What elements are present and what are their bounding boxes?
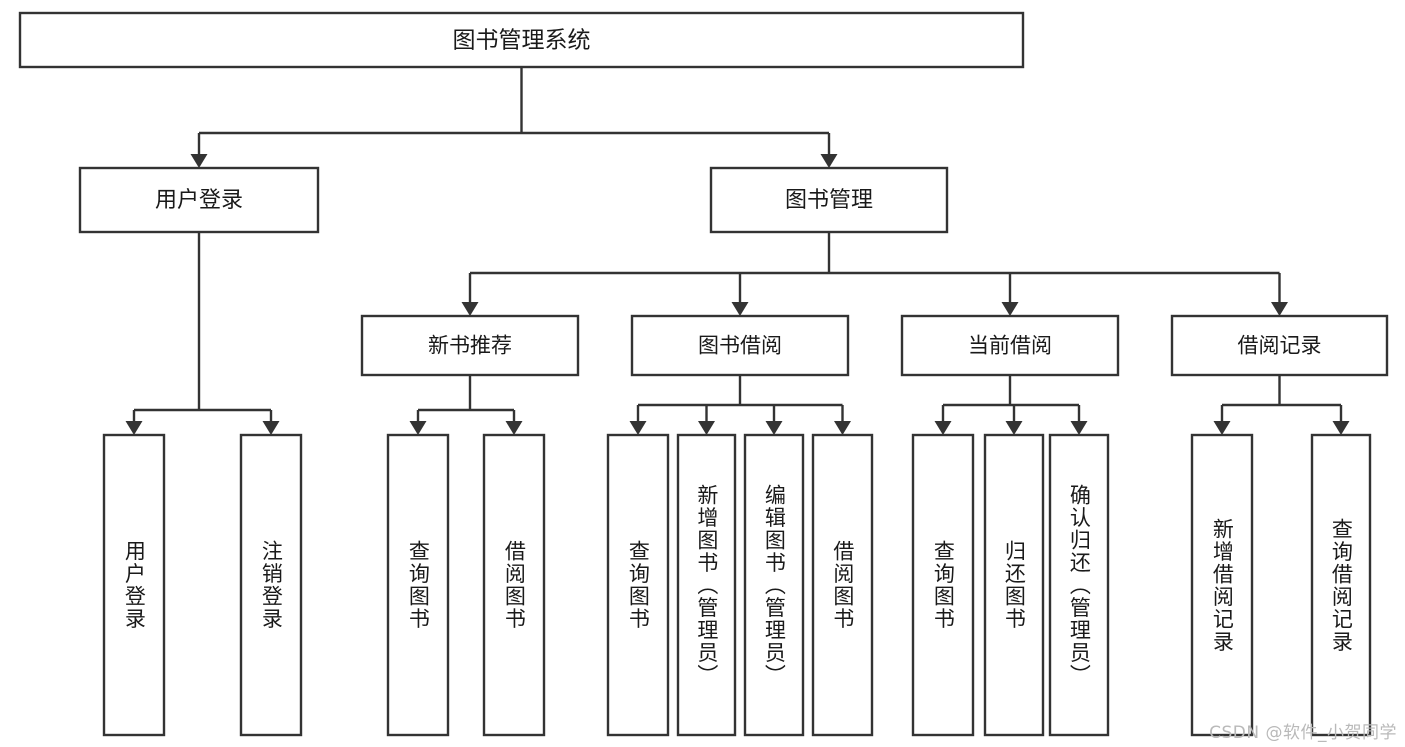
node-leaf-user-login[interactable]	[102, 433, 166, 737]
node-book-borrow-rect[interactable]	[630, 314, 850, 377]
node-leaf-bb-edit[interactable]	[743, 433, 805, 737]
node-leaf-bb-borrow-rect[interactable]	[811, 433, 874, 737]
node-leaf-bb-borrow[interactable]	[811, 433, 874, 737]
node-leaf-nbr-borrow-rect[interactable]	[482, 433, 546, 737]
node-book-management-rect[interactable]	[709, 166, 949, 234]
root-to-l2-branch-0-head	[190, 154, 208, 168]
user-login-to-leaves-branch-0-head	[125, 421, 143, 435]
node-leaf-cb-confirm-rect[interactable]	[1048, 433, 1110, 737]
new-book-recommend-to-leaves-branch-1-head	[505, 421, 523, 435]
node-leaf-user-logout[interactable]	[239, 433, 303, 737]
node-new-book-recommend-rect[interactable]	[360, 314, 580, 377]
new-book-recommend-to-leaves-branch-0-head	[409, 421, 427, 435]
node-user-login[interactable]: 用户登录	[78, 166, 320, 234]
node-borrow-record-rect[interactable]	[1170, 314, 1389, 377]
node-leaf-bb-edit-rect[interactable]	[743, 433, 805, 737]
node-leaf-user-login-rect[interactable]	[102, 433, 166, 737]
node-book-management-label: 图书管理	[785, 188, 873, 213]
node-book-borrow-label: 图书借阅	[698, 334, 782, 358]
node-leaf-bb-add-rect[interactable]	[676, 433, 737, 737]
bm-to-l3-branch-2-head	[1001, 302, 1019, 316]
node-leaf-cb-query[interactable]	[911, 433, 975, 737]
root-to-l2-branch-1-head	[820, 154, 838, 168]
node-leaf-bb-add[interactable]	[676, 433, 737, 737]
node-leaf-cb-query-rect[interactable]	[911, 433, 975, 737]
csdn-watermark: CSDN @软件_小贺同学	[1209, 723, 1397, 743]
node-root-rect[interactable]	[18, 11, 1025, 69]
node-current-borrow-rect[interactable]	[900, 314, 1120, 377]
node-book-management[interactable]: 图书管理	[709, 166, 949, 234]
current-borrow-to-leaves-branch-1-head	[1005, 421, 1023, 435]
node-new-book-recommend-label: 新书推荐	[428, 334, 512, 358]
node-leaf-nbr-borrow[interactable]	[482, 433, 546, 737]
borrow-record-to-leaves-branch-0-head	[1213, 421, 1231, 435]
book-borrow-to-leaves-branch-1-head	[698, 421, 715, 435]
node-user-login-label: 用户登录	[155, 188, 243, 213]
book-borrow-to-leaves-branch-3-head	[834, 421, 851, 435]
node-current-borrow-label: 当前借阅	[968, 334, 1052, 358]
bm-to-l3-branch-3-head	[1271, 302, 1288, 316]
node-leaf-br-add-rect[interactable]	[1190, 433, 1254, 737]
bm-to-l3-branch-1-head	[731, 302, 749, 316]
user-login-to-leaves-branch-1-head	[262, 421, 280, 435]
node-borrow-record-label: 借阅记录	[1238, 334, 1322, 358]
connector-layer	[125, 67, 1350, 435]
node-new-book-recommend[interactable]: 新书推荐	[360, 314, 580, 377]
node-borrow-record[interactable]: 借阅记录	[1170, 314, 1389, 377]
node-book-borrow[interactable]: 图书借阅	[630, 314, 850, 377]
borrow-record-to-leaves-branch-1-head	[1332, 421, 1350, 435]
node-leaf-nbr-query-rect[interactable]	[386, 433, 450, 737]
node-current-borrow[interactable]: 当前借阅	[900, 314, 1120, 377]
node-leaf-br-add[interactable]	[1190, 433, 1254, 737]
node-user-login-rect[interactable]	[78, 166, 320, 234]
node-root-label: 图书管理系统	[453, 28, 591, 54]
current-borrow-to-leaves-branch-2-head	[1070, 421, 1088, 435]
book-borrow-to-leaves-branch-2-head	[765, 421, 783, 435]
node-leaf-user-logout-rect[interactable]	[239, 433, 303, 737]
node-root[interactable]: 图书管理系统	[18, 11, 1025, 69]
node-leaf-bb-query-rect[interactable]	[606, 433, 670, 737]
bm-to-l3-branch-0-head	[461, 302, 479, 316]
node-leaf-br-query-rect[interactable]	[1310, 433, 1372, 737]
current-borrow-to-leaves-branch-0-head	[934, 421, 952, 435]
node-leaf-cb-confirm[interactable]	[1048, 433, 1110, 737]
node-leaf-cb-return-rect[interactable]	[983, 433, 1045, 737]
node-leaf-cb-return[interactable]	[983, 433, 1045, 737]
book-borrow-to-leaves-branch-0-head	[629, 421, 647, 435]
node-leaf-bb-query[interactable]	[606, 433, 670, 737]
node-leaf-nbr-query[interactable]	[386, 433, 450, 737]
node-leaf-br-query[interactable]	[1310, 433, 1372, 737]
